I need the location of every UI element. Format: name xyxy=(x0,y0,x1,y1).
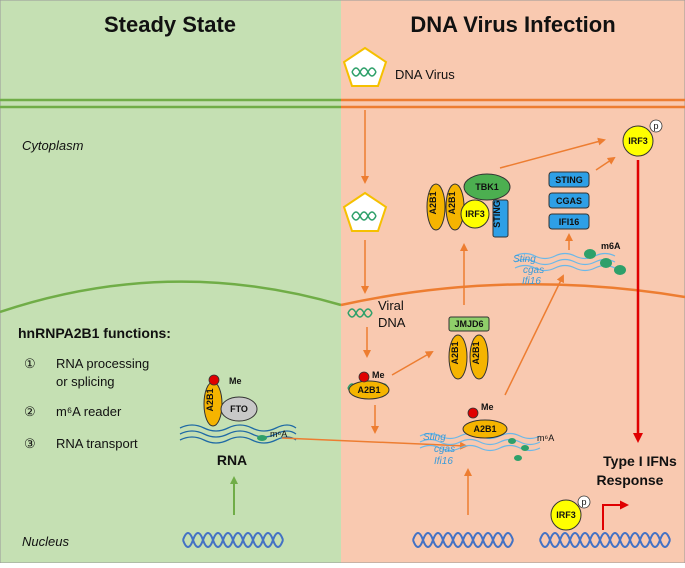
ifi16-protein xyxy=(548,213,590,230)
cyto-a2b1-label-1: A2B1 xyxy=(428,191,438,214)
mrna-export-arrow xyxy=(504,274,564,396)
nuclear-methyl-label: Me xyxy=(372,370,385,380)
m6a-mark-icon xyxy=(257,435,267,441)
cell-membrane xyxy=(0,98,685,109)
cytoplasm-label: Cytoplasm xyxy=(22,138,84,153)
dna-virus-cytoplasm-icon xyxy=(342,191,388,232)
sting-protein xyxy=(548,171,590,188)
nuclear-m6a-marks xyxy=(508,438,529,461)
sting-vertical-label: STING xyxy=(492,200,502,228)
sting-node xyxy=(492,199,509,238)
cyto-gene-sting: Sting xyxy=(513,254,536,265)
methyl-group-icon xyxy=(358,371,370,383)
mrna-a2b1-label: A2B1 xyxy=(473,424,496,434)
phosphate-icon xyxy=(649,119,663,133)
jmjd6-node xyxy=(448,316,490,332)
tbk1-label: TBK1 xyxy=(475,182,499,192)
irf3-label: IRF3 xyxy=(465,209,485,219)
right-dna-helix-2 xyxy=(539,532,671,548)
functions-heading: hnRNPA2B1 functions: xyxy=(18,325,171,341)
left-a2b1-label: A2B1 xyxy=(205,388,215,411)
right-panel-title: DNA Virus Infection xyxy=(410,12,615,37)
ifn-response-label-1: Type I IFNs xyxy=(603,453,677,469)
virus-infection-panel xyxy=(341,0,685,563)
sting-protein-label: STING xyxy=(555,175,583,185)
jmjd6-label: JMJD6 xyxy=(454,319,483,329)
cgas-protein-label: CGAS xyxy=(556,196,582,206)
irf3-nuclear-label: IRF3 xyxy=(556,510,576,520)
ifn-response-label-2: Response xyxy=(597,472,664,488)
left-a2b1-complex: A2B1 Me FTO xyxy=(203,374,258,427)
irf3-top-label: IRF3 xyxy=(628,136,648,146)
phospho-label-nuclear: p xyxy=(581,497,586,507)
function-marker-1: ① xyxy=(24,356,36,371)
cyto-m6a-marks xyxy=(584,249,626,275)
right-dna-helix-1 xyxy=(412,532,514,548)
viral-dna-label-2: DNA xyxy=(378,315,406,330)
tbk1-to-irf3-arrow xyxy=(499,137,606,169)
a2b1-viral-dna-complex: A2B1 Me xyxy=(347,370,390,400)
cyto-m6a-label: m6A xyxy=(601,241,621,251)
left-dna-helix xyxy=(182,532,284,548)
viral-dna-label-1: Viral xyxy=(378,298,404,313)
left-m6a-label: m⁶A xyxy=(270,429,287,439)
transcription-start-arrow xyxy=(602,500,629,530)
phospho-irf3-nucleus: IRF3 p xyxy=(550,495,591,531)
nuclear-m6a-label: m⁶A xyxy=(537,433,554,443)
cgas-protein xyxy=(548,192,590,209)
jmjd6-a2b1-dimer: JMJD6 A2B1 A2B1 xyxy=(448,316,490,380)
function-2-line1: m⁶A reader xyxy=(56,404,122,419)
mrna-methyl-label: Me xyxy=(481,402,494,412)
function-1-line2: or splicing xyxy=(56,374,115,389)
phosphate-icon xyxy=(577,495,591,509)
rna-label: RNA xyxy=(217,452,247,468)
methyl-group-icon xyxy=(467,407,479,419)
phospho-label-top: p xyxy=(653,121,658,131)
function-marker-3: ③ xyxy=(24,436,36,451)
fto-label: FTO xyxy=(230,404,248,414)
dimer-a2b1-label-2: A2B1 xyxy=(471,341,481,364)
dna-virus-icon xyxy=(342,46,388,87)
proteins-to-irf3-arrow xyxy=(595,156,616,171)
nuclear-gene-sting: Sting xyxy=(423,432,446,443)
phospho-irf3-cytoplasm: IRF3 p xyxy=(622,119,663,157)
nuclear-a2b1-mrna-complex: A2B1 Me xyxy=(462,402,508,439)
function-1-line1: RNA processing xyxy=(56,356,149,371)
cyto-gene-cgas: cgas xyxy=(523,265,544,276)
cyto-a2b1-label-2: A2B1 xyxy=(447,191,457,214)
irf3-node xyxy=(460,199,490,229)
translated-proteins: STING CGAS IFI16 xyxy=(548,171,590,230)
rna-transport-arrow xyxy=(281,437,468,450)
left-rna-strands xyxy=(179,424,297,444)
viral-dna-icon xyxy=(347,308,373,318)
nuclear-gene-ifi16: Ifi16 xyxy=(434,456,453,467)
left-methyl-label: Me xyxy=(229,376,242,386)
a2b1-dimer-arrow xyxy=(391,351,434,376)
left-panel-title: Steady State xyxy=(104,12,236,37)
methyl-group-icon xyxy=(208,374,220,386)
cyto-mrna-strands xyxy=(514,252,616,272)
cyto-gene-ifi16: Ifi16 xyxy=(522,276,541,287)
nuclear-gene-cgas: cgas xyxy=(434,444,455,455)
dimer-a2b1-label-1: A2B1 xyxy=(450,341,460,364)
function-list: ① RNA processing or splicing ② m⁶A reade… xyxy=(24,356,149,451)
ifi16-protein-label: IFI16 xyxy=(559,217,580,227)
dna-virus-label: DNA Virus xyxy=(395,67,455,82)
function-3-line1: RNA transport xyxy=(56,436,138,451)
tbk1-node xyxy=(463,173,511,201)
function-marker-2: ② xyxy=(24,404,36,419)
sting-signalling-complex: A2B1 A2B1 TBK1 STING IRF3 xyxy=(426,173,511,238)
nucleus-label: Nucleus xyxy=(22,534,69,549)
nuclear-a2b1-label: A2B1 xyxy=(357,385,380,395)
fto-node xyxy=(220,396,258,422)
